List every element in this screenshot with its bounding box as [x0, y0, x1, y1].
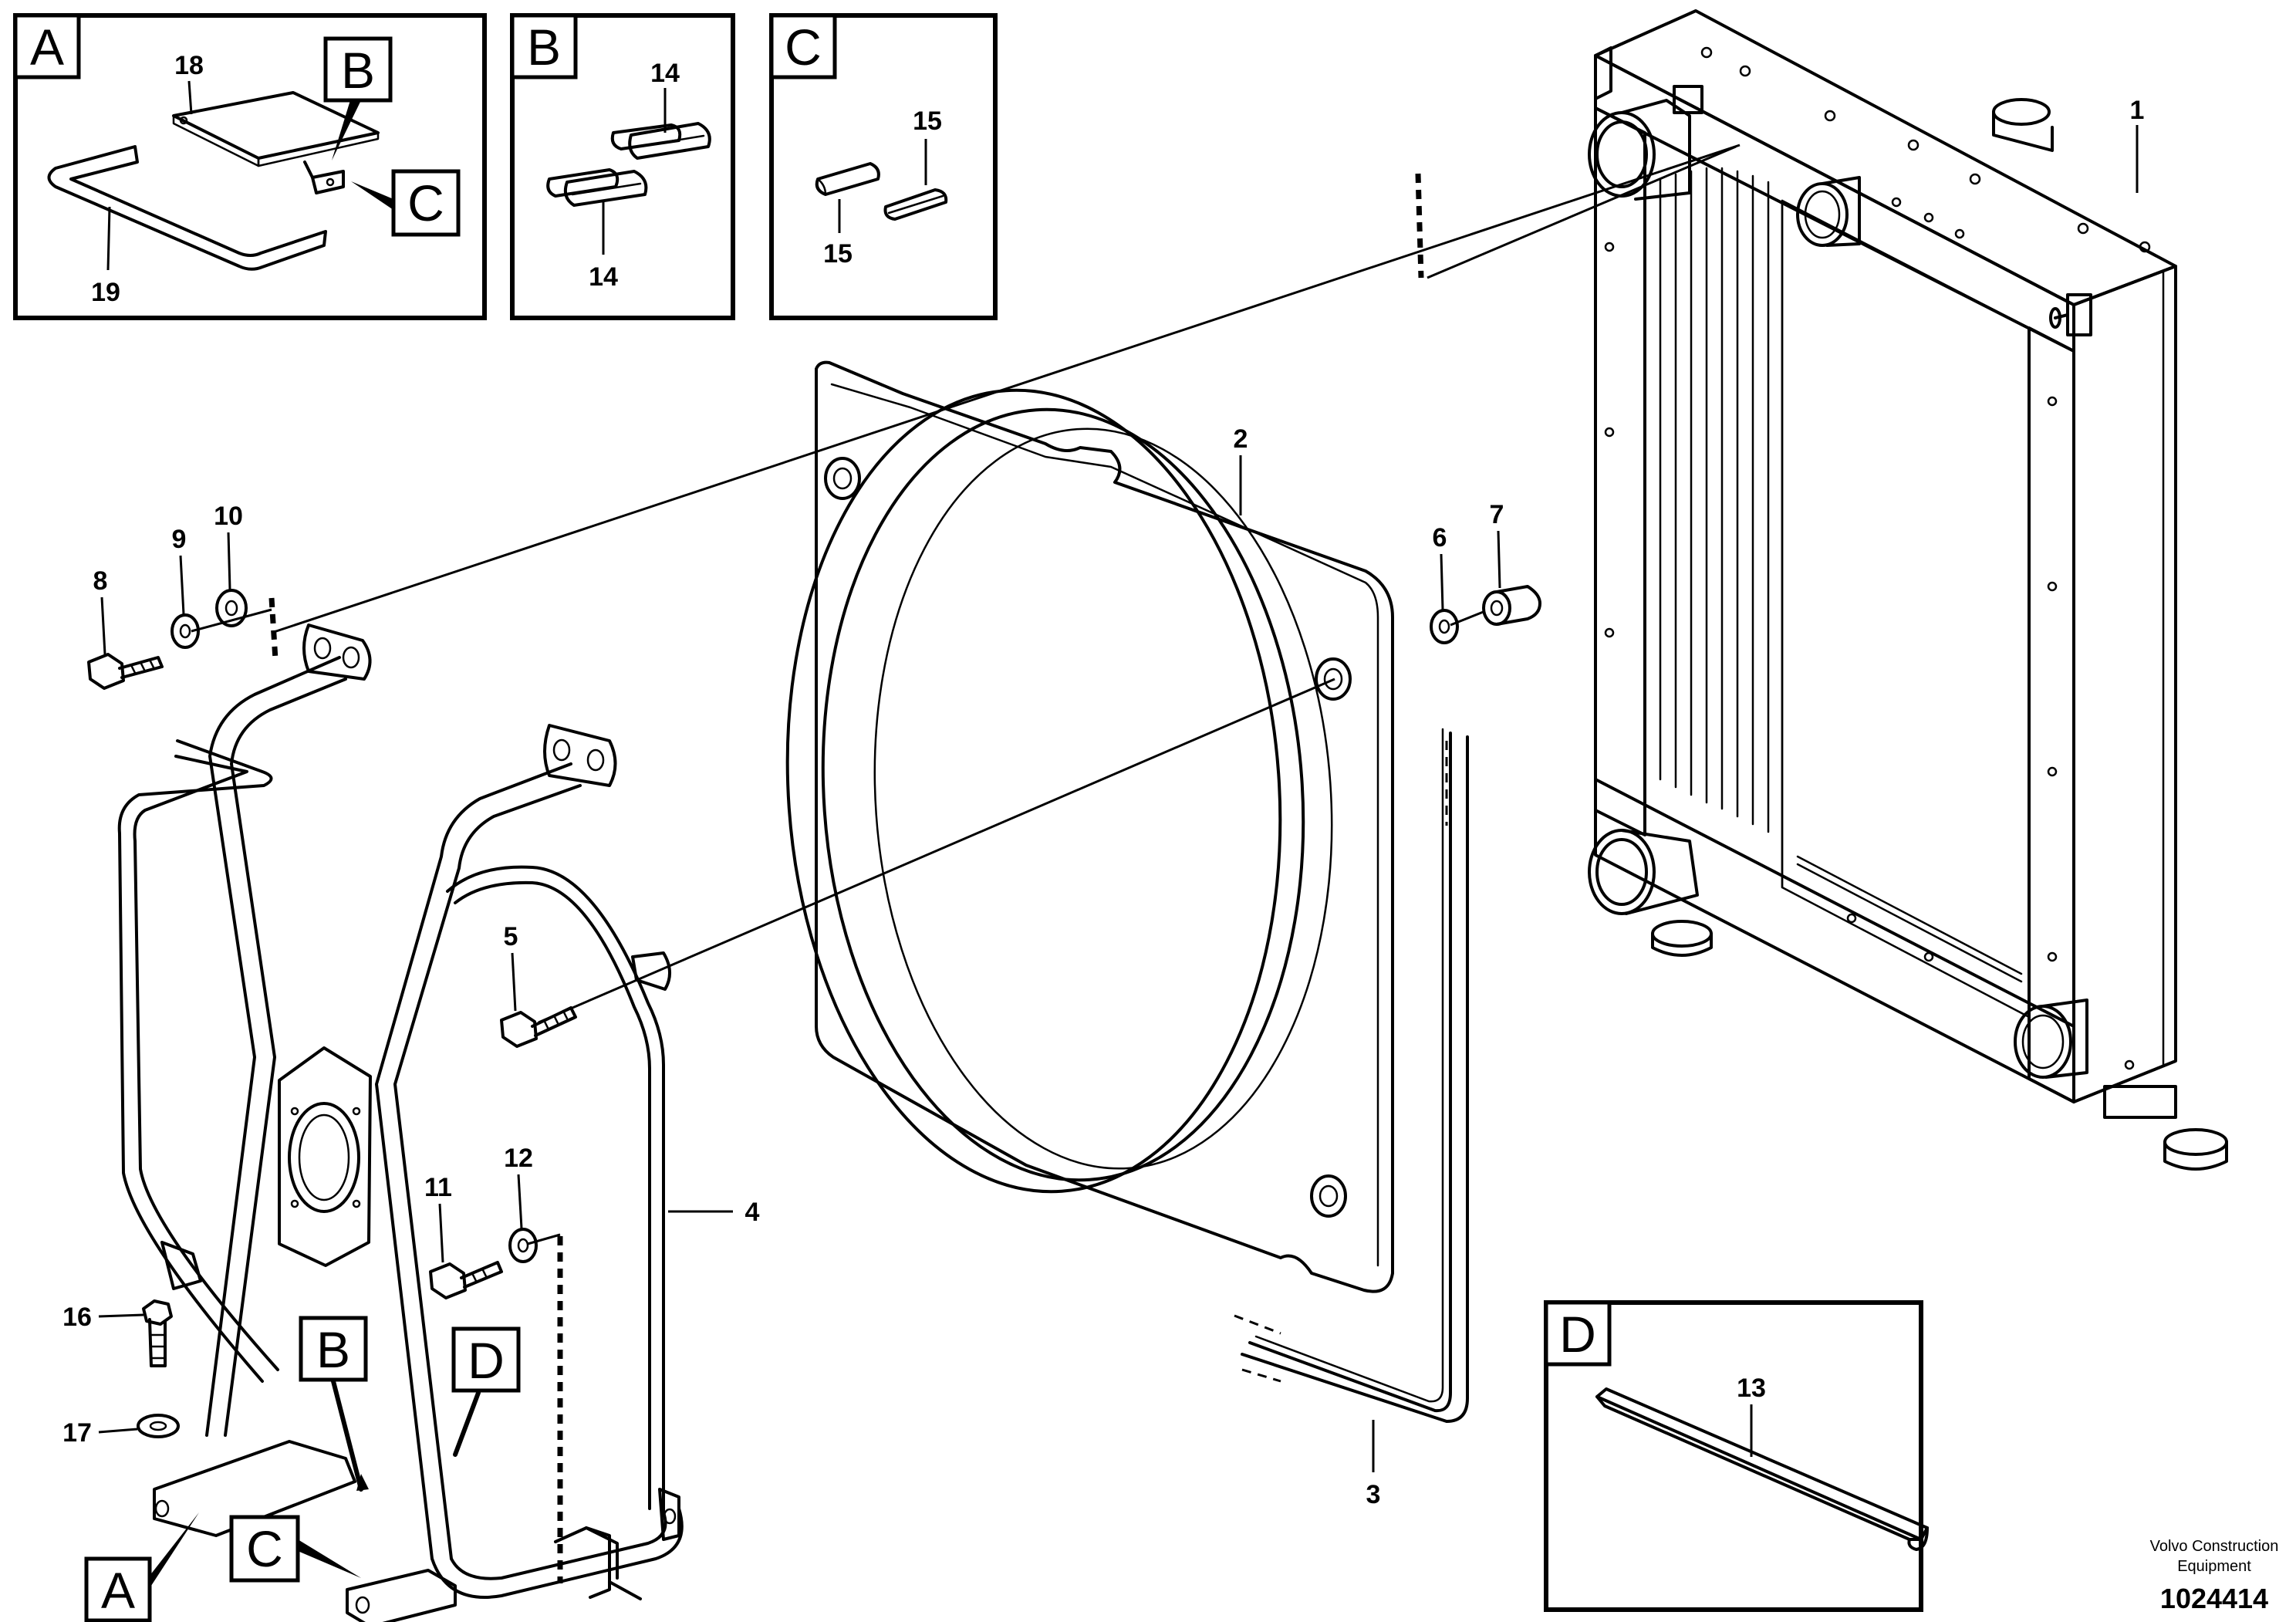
- washer-part-9: [171, 613, 200, 649]
- radiator-middle-port: [1796, 176, 1861, 247]
- part-label-14-top: 14: [650, 59, 680, 88]
- seal-strip-upper-14: [610, 122, 711, 160]
- bolt-part-16: [142, 1299, 173, 1367]
- u-clip-part-19: [47, 145, 327, 271]
- detail-view-a: A 18 19 B C: [13, 13, 487, 320]
- part-label-4: 4: [745, 1198, 760, 1227]
- part-label-5: 5: [504, 922, 518, 951]
- detail-view-b: B 14 14: [510, 13, 735, 320]
- spacer-part-7: [1482, 585, 1541, 626]
- svg-text:D: D: [468, 1332, 505, 1389]
- callout-a-main: A: [84, 1512, 199, 1622]
- callout-c-arrow: [351, 181, 393, 210]
- radiator-top-fitting: [1992, 98, 2054, 152]
- callout-b-arrow: [332, 100, 361, 161]
- callout-b-in-a-letter: B: [341, 42, 375, 99]
- part-label-2: 2: [1234, 424, 1248, 454]
- shroud-mounting-bosses: [824, 457, 1352, 1218]
- bolt-part-8: [87, 653, 164, 690]
- document-number: 1024414: [2160, 1583, 2268, 1614]
- fan-shroud-part-2: [785, 360, 1394, 1293]
- detail-d-letter: D: [1559, 1306, 1596, 1363]
- part-label-15-bottom: 15: [823, 239, 853, 269]
- part-label-10: 10: [214, 502, 243, 531]
- part-label-17: 17: [62, 1418, 92, 1448]
- footer: Volvo Construction Equipment 1024414: [2150, 1538, 2279, 1614]
- part-label-14-bottom: 14: [589, 262, 618, 292]
- detail-view-d: D 13: [1544, 1300, 1929, 1612]
- callout-d-main: D: [451, 1326, 521, 1457]
- part-label-11: 11: [424, 1173, 452, 1202]
- part-label-16: 16: [62, 1303, 92, 1332]
- part-label-9: 9: [172, 525, 187, 554]
- detail-view-c: C 15 15: [769, 13, 998, 320]
- svg-text:A: A: [101, 1562, 135, 1619]
- radiator-core-fins: [1643, 167, 1784, 889]
- svg-text:B: B: [316, 1321, 350, 1378]
- washer-part-17: [137, 1414, 180, 1438]
- radiator-lower-right-port: [2014, 999, 2088, 1079]
- detail-a-letter: A: [30, 19, 64, 76]
- part-label-7: 7: [1490, 500, 1504, 529]
- washer-part-10: [215, 589, 248, 627]
- callout-b-main: B: [299, 1316, 369, 1492]
- bolt-part-11: [429, 1261, 503, 1299]
- part-label-6: 6: [1433, 523, 1447, 552]
- radiator-lower-port: [1588, 829, 1713, 957]
- part-label-19: 19: [91, 278, 120, 307]
- edge-seal-part-13: [1595, 1387, 1929, 1551]
- seal-piece-right-15: [883, 188, 948, 221]
- bracket-center-plate: [278, 1046, 372, 1267]
- radiator-mounting-holes: [1604, 46, 2151, 1070]
- seal-strip-lower-14: [546, 168, 648, 207]
- radiator-foot: [2103, 1085, 2228, 1171]
- part-label-8: 8: [93, 566, 108, 596]
- detail-c-letter: C: [785, 19, 822, 76]
- radiator-side-valve: [2049, 293, 2092, 336]
- callout-c-main: C: [229, 1515, 361, 1583]
- callout-c-in-a-letter: C: [407, 174, 444, 231]
- bolt-part-5: [500, 1006, 577, 1048]
- washer-part-6: [1430, 609, 1459, 644]
- seal-strip-part-3: [1234, 728, 1469, 1423]
- bracket-frame-part-4: [117, 623, 684, 1622]
- brand-line-2: Equipment: [2177, 1558, 2251, 1575]
- alignment-lines: [191, 144, 1741, 1245]
- part-label-1: 1: [2130, 96, 2145, 125]
- svg-text:C: C: [246, 1520, 283, 1577]
- detail-b-letter: B: [527, 19, 561, 76]
- brand-line-1: Volvo Construction: [2150, 1538, 2279, 1555]
- washer-part-12: [508, 1228, 538, 1263]
- callout-box-c-in-a: [391, 169, 461, 237]
- part-label-3: 3: [1366, 1480, 1381, 1509]
- part-label-12: 12: [504, 1144, 533, 1173]
- part-label-13: 13: [1737, 1374, 1766, 1403]
- part-label-15-top: 15: [913, 106, 942, 136]
- seal-piece-left-15: [815, 162, 880, 196]
- part-label-18: 18: [174, 51, 204, 80]
- radiator-part-1: [1588, 9, 2228, 1171]
